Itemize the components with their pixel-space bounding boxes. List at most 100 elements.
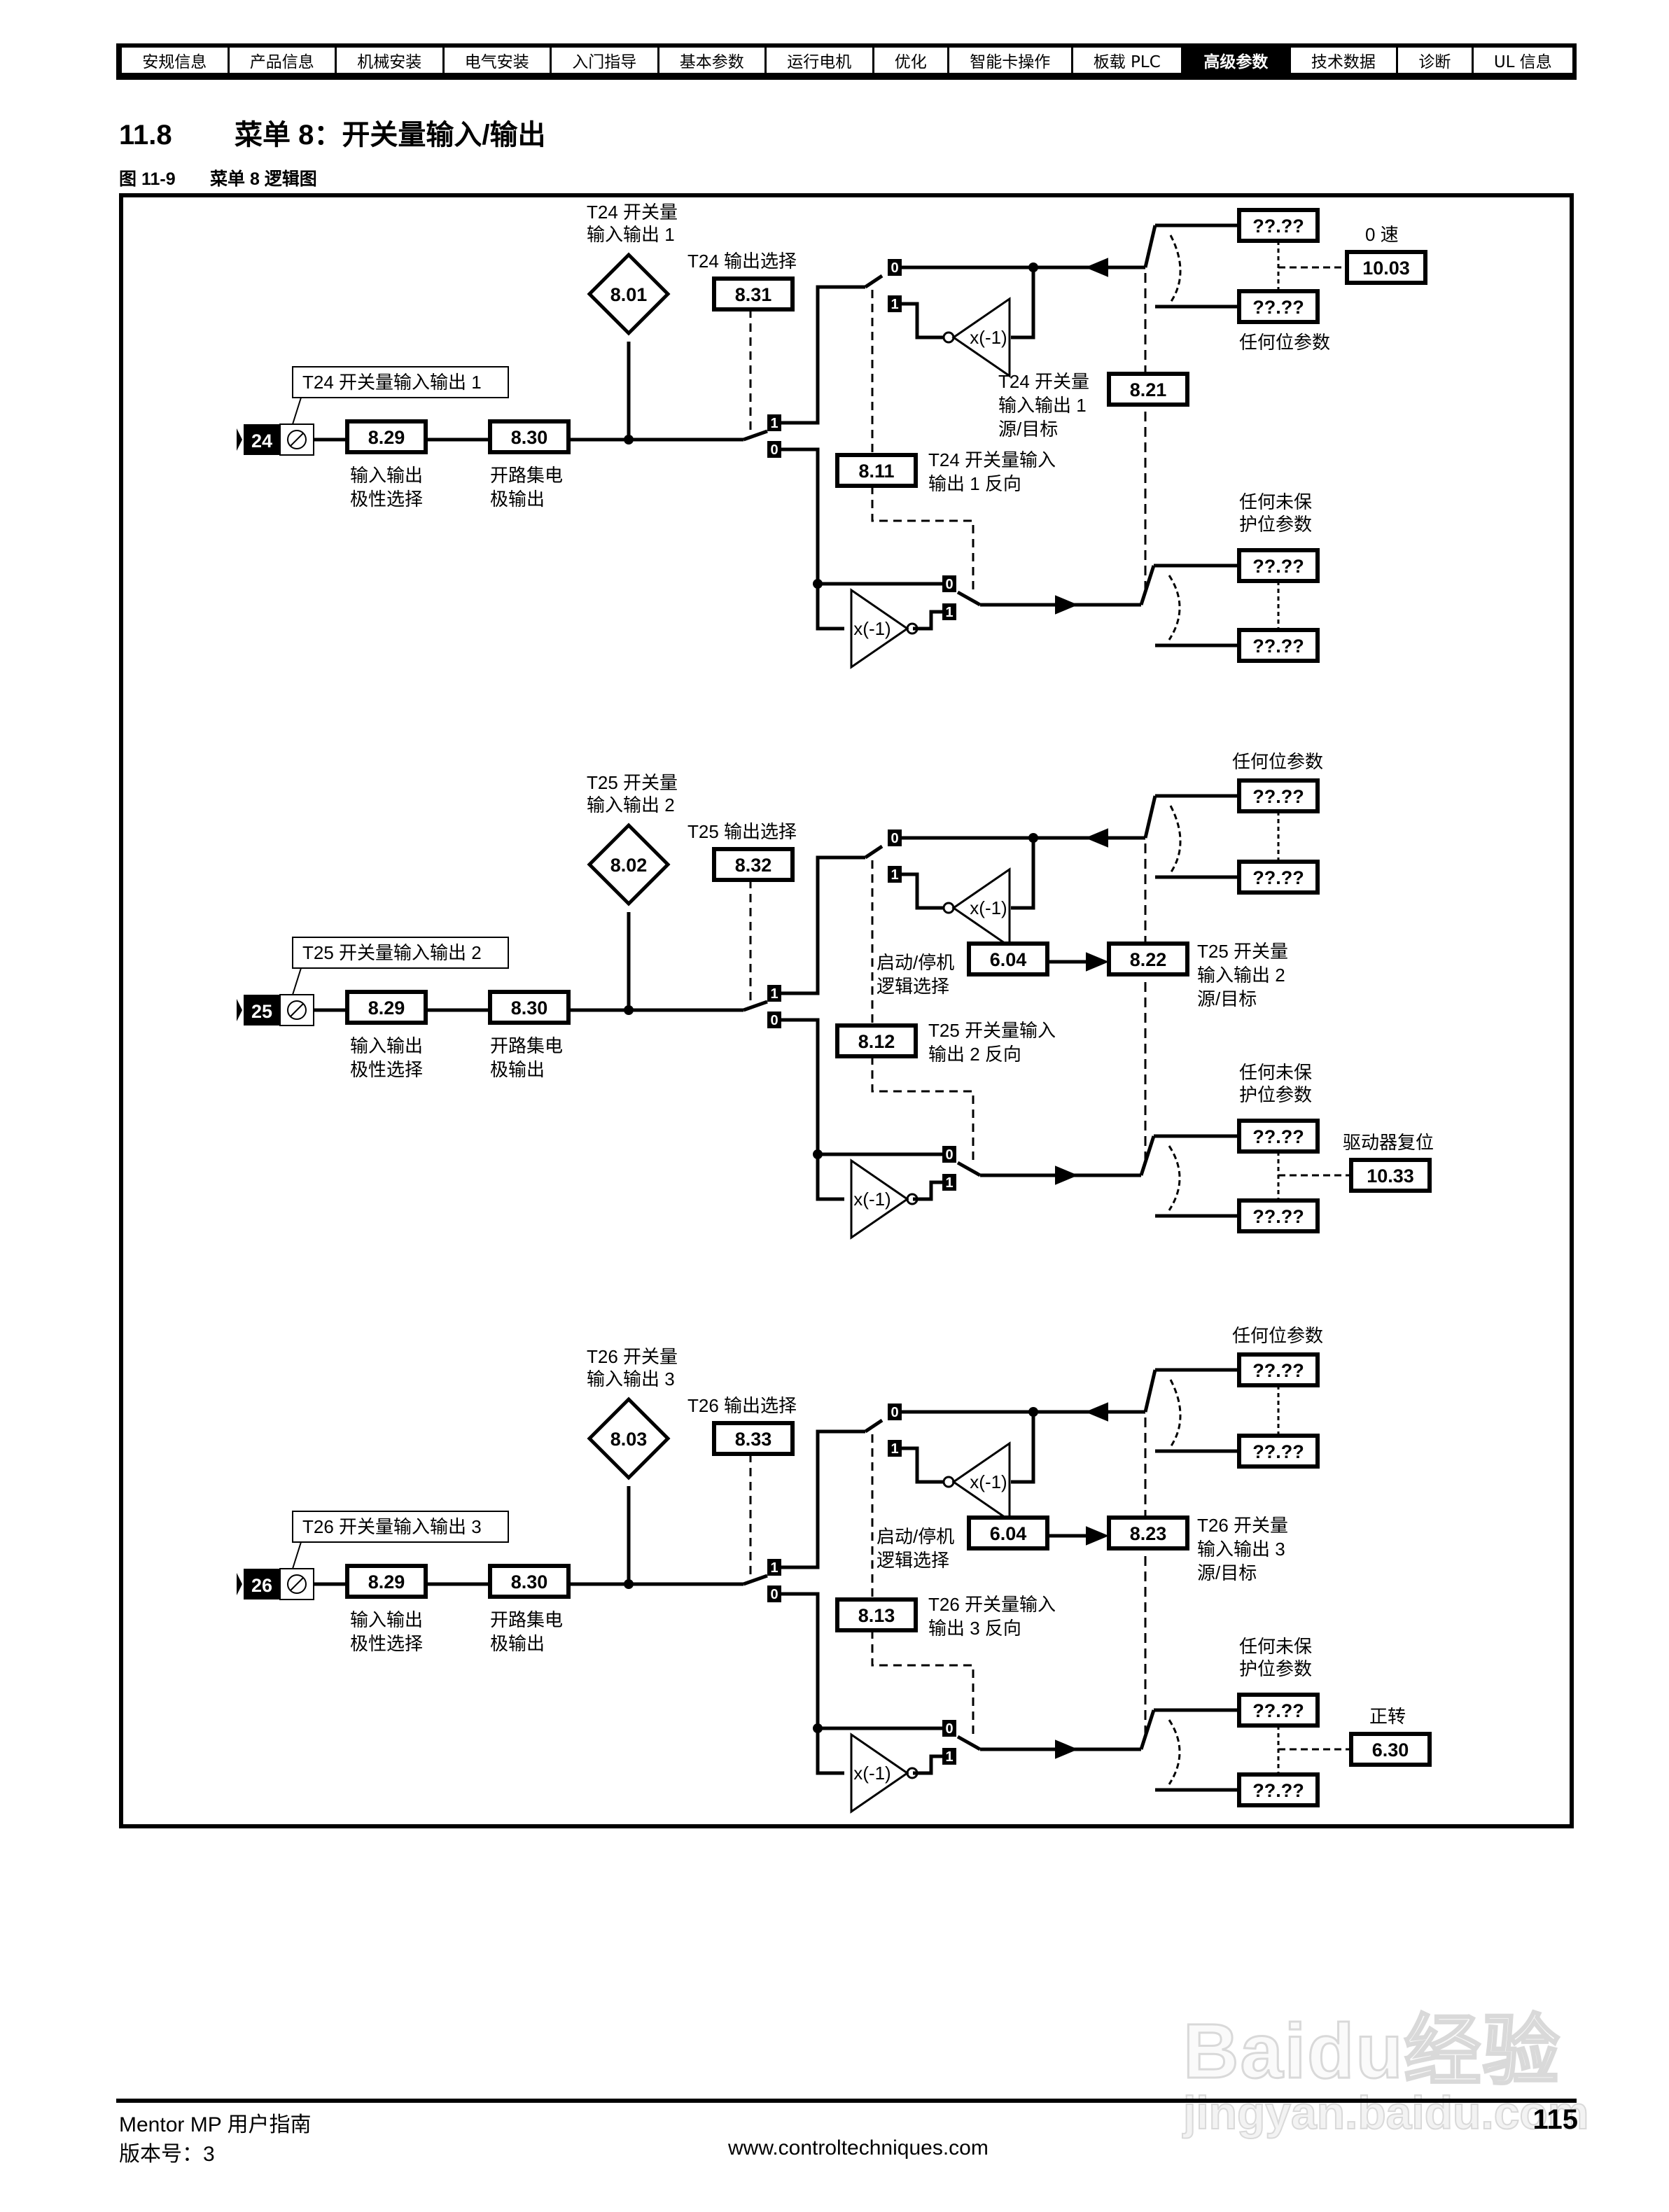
nav-tab-1[interactable]: 产品信息 (229, 48, 335, 73)
state-label: 输入输出 2 (587, 794, 675, 816)
wire (743, 1000, 768, 1012)
wire (781, 1018, 820, 1157)
output-bits-label: 任何未保 (1239, 1636, 1312, 1657)
wire (864, 274, 884, 289)
invert-label: 输出 3 反向 (928, 1618, 1021, 1639)
output-bit-param-box (1237, 548, 1320, 583)
switch-tag-0-bg (888, 259, 902, 276)
wire (1011, 1412, 1035, 1484)
switch-tag-1-bg (767, 985, 781, 1002)
switch-tag-1-bg (942, 1174, 956, 1191)
open-collector-param-box (488, 990, 571, 1025)
selector-arc (1168, 1145, 1181, 1211)
selector-arc (1169, 234, 1182, 303)
terminal-badge (244, 424, 280, 455)
wire (1011, 267, 1035, 340)
invert-label: T25 开关量输入 (928, 1020, 1056, 1041)
switch-tag-0: 0 (945, 1147, 953, 1163)
open-collector-param-box (488, 1564, 571, 1599)
switch-tag-0-bg (942, 1146, 956, 1163)
source-default-param-box (967, 941, 1049, 976)
polarity-label: 输入输出 (350, 1609, 423, 1630)
wire (781, 285, 865, 425)
source-label: T26 开关量 (1197, 1515, 1288, 1536)
invert-param-box (835, 453, 918, 488)
source-default-label: 逻辑选择 (877, 976, 949, 997)
switch-tag-1-bg (942, 1748, 956, 1765)
figure-title: 菜单 8 逻辑图 (210, 169, 317, 189)
polarity-label: 输入输出 (350, 1035, 423, 1056)
source-default-label: 启动/停机 (877, 1526, 954, 1547)
polarity-label: 极性选择 (350, 1633, 423, 1654)
output-bits-label: 护位参数 (1239, 514, 1312, 535)
output-bits-label: 护位参数 (1239, 1658, 1312, 1679)
page-number: 115 (1532, 2104, 1578, 2135)
switch-tag-1-bg (767, 414, 781, 431)
nav-tab-9[interactable]: 板载 PLC (1073, 48, 1182, 73)
chapter-tabs: 安规信息产品信息机械安装电气安装入门指导基本参数运行电机优化智能卡操作板载 PL… (122, 48, 1573, 73)
terminal-arrow-icon (237, 1573, 242, 1595)
polarity-label: 极性选择 (350, 1059, 423, 1080)
wire (743, 429, 768, 442)
switch-tag-0: 0 (891, 1405, 898, 1420)
nav-tab-13[interactable]: UL 信息 (1473, 48, 1573, 73)
switch-tag-1: 1 (770, 986, 778, 1002)
wire (781, 1429, 865, 1569)
open-collector-param: 8.30 (511, 1572, 548, 1592)
terminal-screw (279, 424, 314, 456)
source-default-param: 6.04 (990, 1523, 1027, 1544)
nav-tab-4[interactable]: 入门指导 (552, 48, 657, 73)
wire (816, 1728, 844, 1775)
terminal-badge (244, 995, 280, 1026)
state-param-diamond (587, 252, 671, 336)
switch-tag-1: 1 (945, 1749, 953, 1765)
invert-label: 输出 2 反向 (928, 1044, 1021, 1065)
inverter-label: x(-1) (853, 618, 891, 639)
inverter-label: x(-1) (853, 1189, 891, 1210)
polarity-param-box (345, 1564, 428, 1599)
control-dashed (871, 1630, 975, 1740)
terminal-callout: T26 开关量输入输出 3 (302, 1516, 482, 1537)
inverter-icon (951, 867, 1011, 948)
wire (1011, 838, 1035, 910)
selector-arc (1169, 805, 1182, 874)
input-bit-param: ??.?? (1252, 1441, 1304, 1462)
nav-tab-0[interactable]: 安规信息 (122, 48, 228, 73)
wire (902, 302, 949, 340)
switch-tag-0-bg (767, 441, 781, 458)
switch-tag-0: 0 (770, 1013, 778, 1028)
switch-tag-1-bg (767, 1559, 781, 1576)
nav-tab-7[interactable]: 优化 (874, 48, 947, 73)
nav-tab-10[interactable]: 高级参数 (1183, 48, 1289, 73)
wire (913, 1754, 942, 1775)
nav-tab-2[interactable]: 机械安装 (337, 48, 442, 73)
wire (743, 1574, 768, 1586)
terminal-callout-box (292, 1511, 509, 1543)
nav-tab-8[interactable]: 智能卡操作 (949, 48, 1071, 73)
nav-tab-11[interactable]: 技术数据 (1290, 48, 1397, 73)
screw-slot (290, 1577, 304, 1591)
nav-tab-6[interactable]: 运行电机 (767, 48, 872, 73)
switch-tag-1: 1 (945, 605, 953, 620)
input-bit-param-box (1237, 1434, 1320, 1469)
website-link[interactable]: www.controltechniques.com (728, 2136, 989, 2160)
polarity-param-box (345, 990, 428, 1025)
open-collector-param: 8.30 (511, 427, 548, 448)
callout-leader (292, 967, 302, 995)
control-dashed (871, 1056, 975, 1166)
output-bits-label: 任何未保 (1239, 1062, 1312, 1083)
nav-tab-3[interactable]: 电气安装 (444, 48, 550, 73)
manual-title: Mentor MP 用户指南 (119, 2113, 312, 2136)
wire (816, 584, 844, 631)
state-param: 8.01 (610, 284, 648, 305)
output-bit-param: ??.?? (1252, 1700, 1304, 1721)
wire (1143, 1369, 1157, 1413)
wire (902, 872, 949, 910)
open-collector-label: 极输出 (490, 489, 545, 510)
output-default-label: 驱动器复位 (1343, 1132, 1434, 1153)
nav-tab-5[interactable]: 基本参数 (659, 48, 764, 73)
screw-slot (290, 1003, 304, 1017)
nav-tab-12[interactable]: 诊断 (1398, 48, 1472, 73)
output-bit-param-box (1237, 1772, 1320, 1807)
state-label: 输入输出 1 (587, 224, 675, 245)
